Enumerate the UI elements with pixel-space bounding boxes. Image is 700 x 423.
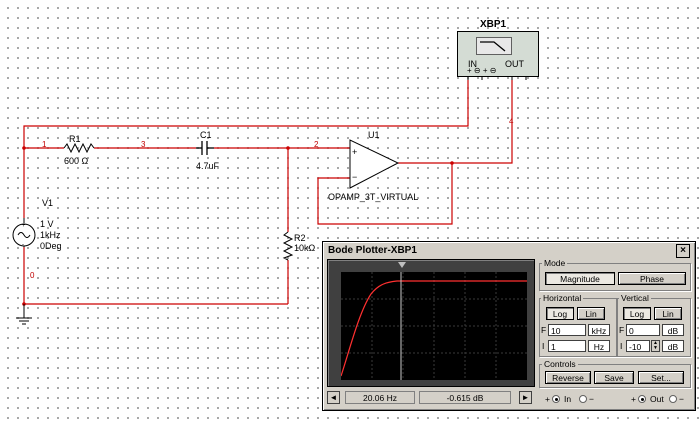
r2-resistor-symbol[interactable] — [282, 231, 294, 261]
r1-resistor-symbol[interactable] — [63, 142, 95, 154]
vertical-final-unit[interactable]: dB — [662, 324, 684, 336]
junction-dot — [450, 161, 454, 165]
mode-title: Mode — [542, 258, 568, 268]
r1-value: 600 Ω — [64, 156, 89, 166]
xbp1-out-label: OUT — [505, 59, 524, 69]
horizontal-group: Horizontal Log Lin F 10 kHz I 1 Hz — [539, 293, 617, 357]
magnitude-trace — [341, 280, 527, 377]
v1-ref: V1 — [42, 198, 54, 208]
window-titlebar[interactable]: Bode Plotter-XBP1 × — [325, 244, 691, 258]
horizontal-lin-button[interactable]: Lin — [577, 307, 605, 320]
terminals-row: + In − + Out − — [539, 393, 689, 405]
cursor-magnitude-readout: -0.615 dB — [419, 391, 511, 404]
vertical-final-input[interactable]: 0 — [626, 324, 660, 336]
u1-plus-label: + — [352, 147, 358, 157]
bode-plotter-window[interactable]: Bode Plotter-XBP1 × Mo — [322, 241, 696, 411]
vertical-log-button[interactable]: Log — [623, 307, 651, 320]
vertical-title: Vertical — [619, 293, 651, 303]
horizontal-log-button[interactable]: Log — [546, 307, 574, 320]
u1-ref: U1 — [368, 130, 380, 140]
horizontal-final-unit[interactable]: kHz — [588, 324, 610, 336]
in-plus-terminal[interactable] — [552, 395, 560, 403]
cursor-readout-bar: ◄ 20.06 Hz -0.615 dB ► — [327, 391, 533, 404]
cursor-right-button[interactable]: ► — [519, 391, 532, 404]
vertical-lin-button[interactable]: Lin — [654, 307, 682, 320]
u1-minus-label: − — [352, 172, 358, 182]
net-label-1: 1 — [42, 140, 47, 149]
vertical-group: Vertical Log Lin F 0 dB I -10 ▲▼ dB — [617, 293, 691, 357]
vertical-final-label: F — [619, 325, 625, 335]
vertical-initial-spinner[interactable]: ▲▼ — [651, 340, 660, 352]
cursor-handle-icon[interactable] — [398, 262, 406, 268]
in-minus-label: − — [589, 394, 594, 404]
vertical-initial-unit[interactable]: dB — [662, 340, 684, 352]
r2-value: 10kΩ — [294, 243, 316, 253]
set-button[interactable]: Set... — [638, 371, 684, 384]
svg-text:-: - — [22, 242, 24, 248]
net-label-4: 4 — [509, 117, 514, 126]
c1-capacitor-symbol[interactable] — [196, 141, 214, 155]
mode-group: Mode Magnitude Phase — [539, 258, 691, 291]
v1-frequency: 1kHz — [40, 230, 61, 240]
wire-in-probe — [23, 80, 469, 127]
out-minus-terminal[interactable] — [669, 395, 677, 403]
bode-curve-icon — [476, 37, 512, 55]
out-minus-label: − — [679, 394, 684, 404]
save-button[interactable]: Save — [594, 371, 634, 384]
u1-model: OPAMP_3T_VIRTUAL — [328, 192, 419, 202]
magnitude-button[interactable]: Magnitude — [545, 272, 615, 285]
out-label: Out — [650, 394, 664, 404]
phase-button[interactable]: Phase — [618, 272, 686, 285]
net-label-0: 0 — [30, 271, 35, 280]
r1-ref: R1 — [69, 134, 81, 144]
ground-icon — [16, 304, 32, 325]
in-label: In — [564, 394, 572, 404]
plot-frame — [327, 259, 535, 387]
v1-source-symbol[interactable]: + - — [12, 218, 36, 248]
svg-text:+: + — [22, 223, 26, 229]
close-button[interactable]: × — [676, 244, 690, 258]
xbp1-ref: XBP1 — [480, 19, 507, 30]
junction-dot — [22, 146, 26, 150]
controls-title: Controls — [542, 359, 578, 369]
out-plus-label: + — [631, 394, 636, 404]
horizontal-title: Horizontal — [541, 293, 584, 303]
in-plus-label: + — [545, 394, 550, 404]
c1-value: 4.7uF — [196, 161, 220, 171]
horizontal-initial-label: I — [542, 341, 545, 351]
in-minus-terminal[interactable] — [579, 395, 587, 403]
horizontal-initial-input[interactable]: 1 — [548, 340, 586, 352]
cursor-left-button[interactable]: ◄ — [327, 391, 340, 404]
wire-node4 — [398, 80, 513, 164]
xbp1-instrument[interactable]: IN OUT + ⊖ + ⊖ — [457, 31, 539, 77]
net-label-3: 3 — [141, 140, 146, 149]
window-title: Bode Plotter-XBP1 — [328, 245, 417, 256]
xbp1-in-label: IN — [468, 59, 477, 69]
controls-group: Controls Reverse Save Set... — [539, 359, 691, 388]
wire-feedback — [317, 163, 453, 225]
horizontal-final-label: F — [541, 325, 547, 335]
vertical-initial-input[interactable]: -10 — [626, 340, 650, 352]
v1-amplitude: 1 V — [40, 219, 54, 229]
vertical-initial-label: I — [620, 341, 623, 351]
horizontal-initial-unit[interactable]: Hz — [588, 340, 610, 352]
plot-display[interactable] — [341, 272, 527, 380]
out-plus-terminal[interactable] — [638, 395, 646, 403]
cursor-frequency-readout: 20.06 Hz — [345, 391, 415, 404]
u1-opamp-symbol[interactable] — [349, 139, 400, 189]
r2-ref: R2 — [294, 233, 306, 243]
xbp1-pin-signs: + ⊖ + ⊖ — [467, 66, 497, 75]
reverse-button[interactable]: Reverse — [545, 371, 591, 384]
v1-phase: 0Deg — [40, 241, 62, 251]
junction-dot — [286, 146, 290, 150]
horizontal-final-input[interactable]: 10 — [548, 324, 586, 336]
c1-ref: C1 — [200, 130, 212, 140]
net-label-2: 2 — [314, 140, 319, 149]
